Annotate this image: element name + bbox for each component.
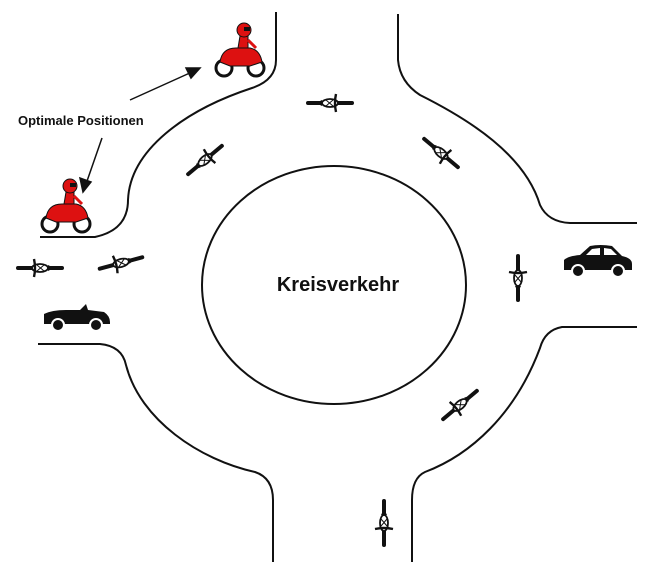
motorcycle-top-6-icon	[507, 254, 529, 302]
center-label: Kreisverkehr	[277, 274, 400, 296]
road-edge-top-right	[397, 14, 637, 224]
road-edge-bottom-right	[411, 326, 637, 562]
convertible-icon	[44, 304, 110, 332]
arrow-head-lower	[78, 176, 93, 194]
motorcycle-top-8-icon	[373, 499, 395, 547]
motorcycle-top-2-icon	[416, 129, 466, 177]
red-motorcycle-upper-icon	[214, 21, 266, 78]
road-edge-bottom-left	[38, 343, 274, 562]
motorcycle-top-7-icon	[435, 381, 485, 429]
motorcycle-top-5-icon	[95, 246, 147, 280]
road-edge-top-left	[40, 12, 277, 238]
motorcycle-top-4-icon	[16, 257, 64, 279]
motorcycle-top-3-icon	[180, 136, 230, 184]
road-edges	[38, 12, 637, 562]
annotation-arrows	[78, 67, 202, 194]
central-island	[201, 165, 467, 405]
motorcycle-top-1-icon	[306, 92, 354, 114]
arrow-head-upper	[184, 67, 202, 80]
car-icon	[564, 245, 632, 278]
arrow-to-lower-position	[85, 137, 103, 185]
arrow-to-upper-position	[129, 71, 193, 101]
annotation-label: Optimale Positionen	[18, 113, 144, 128]
